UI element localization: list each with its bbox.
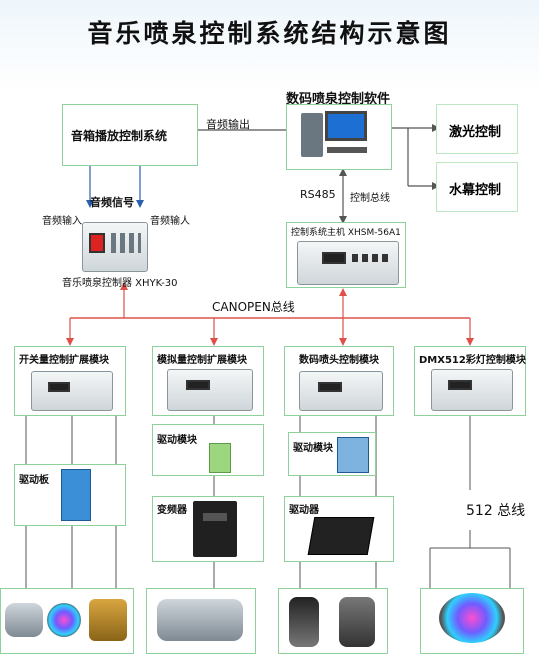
audio-output-label: 音频输出 [206, 118, 250, 131]
dmx-bus-label: 512 总线 [466, 503, 526, 519]
stepper-driver-icon [307, 517, 375, 555]
switch-module-label: 开关量控制扩展模块 [19, 355, 109, 366]
controller-label: 音乐喷泉控制器 XHYK-30 [62, 278, 178, 289]
laser-label: 激光控制 [449, 125, 502, 140]
dmx-module-device [431, 369, 513, 411]
keyboard-icon [327, 147, 367, 153]
nozzle-head-icon [289, 597, 319, 647]
switch-equipment-box [0, 588, 134, 654]
water-curtain-box: 水幕控制 [436, 162, 518, 212]
analog-equipment-box [146, 588, 256, 654]
nozzle-head-icon-2 [339, 597, 375, 647]
analog-module-box: 模拟量控制扩展模块 [152, 346, 264, 416]
dmx-module-box: DMX512彩灯控制模块 [414, 346, 526, 416]
audio-input-right-label: 音频输人 [150, 216, 190, 227]
audio-system-box: 音箱播放控制系统 [62, 104, 198, 166]
driver-board-icon [61, 469, 91, 521]
inverter-icon [193, 501, 237, 557]
page-title: 音乐喷泉控制系统结构示意图 [87, 19, 452, 48]
host-device [297, 241, 399, 285]
nozzle-module-label: 数码喷头控制模块 [299, 355, 379, 366]
canopen-label: CANOPEN总线 [212, 300, 295, 314]
nozzle-equipment-box [278, 588, 388, 654]
rgb-lamp-icon [439, 593, 505, 643]
inverter-label: 变频器 [157, 505, 187, 516]
audio-input-left-label: 音频输入 [42, 216, 82, 227]
controller-box [62, 222, 168, 284]
host-display [322, 252, 346, 264]
nozzle-driver-box: 驱动模块 [288, 432, 376, 476]
control-bus-label: 控制总线 [350, 193, 390, 204]
stepper-driver-label: 驱动器 [289, 505, 319, 516]
host-label: 控制系统主机 XHSM-56A1 [291, 228, 401, 238]
audio-signal-label: 音频信号 [90, 196, 134, 209]
stepper-driver-box: 驱动器 [284, 496, 394, 562]
controller-buttons [111, 233, 141, 253]
dmx-module-label: DMX512彩灯控制模块 [419, 355, 526, 366]
analog-driver-label: 驱动模块 [157, 435, 197, 446]
analog-module-device [167, 369, 253, 411]
switch-module-box: 开关量控制扩展模块 [14, 346, 126, 416]
drive-module-icon [209, 443, 231, 473]
host-buttons [352, 254, 390, 262]
switch-driver-label: 驱动板 [19, 475, 49, 486]
switch-module-device [31, 371, 113, 411]
nozzle-driver-label: 驱动模块 [293, 443, 333, 454]
inverter-box: 变频器 [152, 496, 264, 562]
analog-driver-box: 驱动模块 [152, 424, 264, 476]
controller-screen [89, 233, 105, 253]
color-lamp-icon [47, 603, 81, 637]
audio-system-label: 音箱播放控制系统 [71, 129, 168, 143]
dmx-equipment-box [420, 588, 524, 654]
monitor-icon [325, 111, 367, 141]
pc-tower-icon [301, 113, 323, 157]
pump-motor-icon [157, 599, 243, 641]
controller-device [82, 222, 148, 272]
laser-box: 激光控制 [436, 104, 518, 154]
valve-icon [89, 599, 127, 641]
nozzle-module-device [299, 371, 383, 411]
host-box: 控制系统主机 XHSM-56A1 [286, 222, 406, 288]
analog-module-label: 模拟量控制扩展模块 [157, 355, 247, 366]
switch-driver-box: 驱动板 [14, 464, 126, 526]
drive-module-icon-2 [337, 437, 369, 473]
rs485-label: RS485 [300, 188, 336, 201]
nozzle-module-box: 数码喷头控制模块 [284, 346, 394, 416]
software-label: 数码喷泉控制软件 [286, 92, 391, 107]
motor-icon [5, 603, 43, 637]
water-curtain-label: 水幕控制 [449, 183, 502, 198]
software-box [286, 104, 392, 170]
